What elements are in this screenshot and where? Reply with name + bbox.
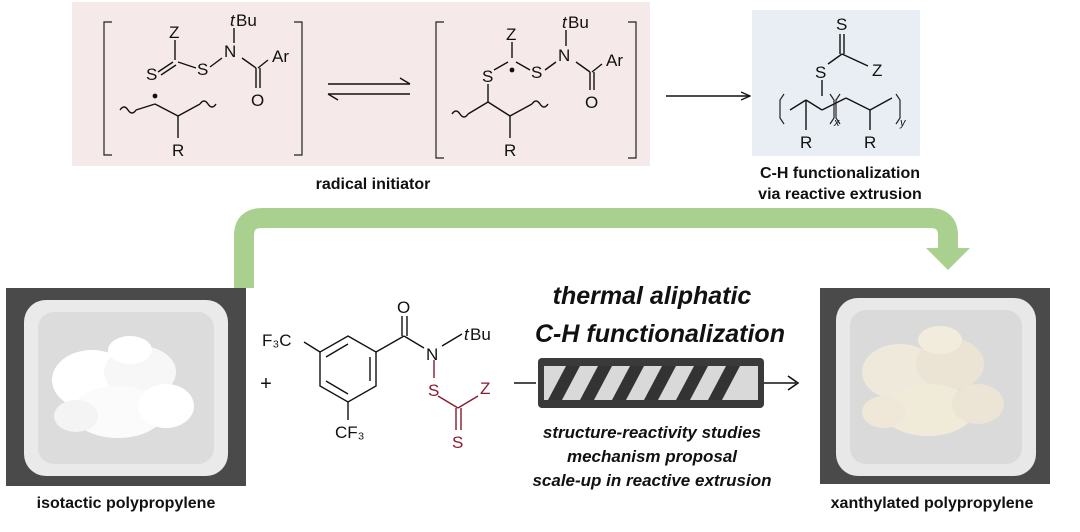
radical-dot bbox=[152, 93, 158, 99]
photo-isotactic-polypropylene bbox=[6, 288, 246, 486]
atom-ar: Ar bbox=[606, 51, 623, 70]
green-arrowhead bbox=[926, 248, 970, 270]
atom-tbu-t: t bbox=[464, 325, 470, 344]
study-scale-up: scale-up in reactive extrusion bbox=[532, 471, 771, 490]
xanthylated-polymer-structure bbox=[779, 34, 901, 130]
plus-sign: + bbox=[260, 373, 272, 395]
study-mechanism: mechanism proposal bbox=[567, 447, 738, 466]
atom-labels-reagent: F₃C CF₃ O N t Bu S Z S bbox=[262, 298, 491, 452]
atom-r: R bbox=[864, 133, 876, 152]
atom-f3c: F₃C bbox=[262, 331, 292, 350]
caption-reactive-extrusion: via reactive extrusion bbox=[758, 186, 922, 203]
subscript-x: x bbox=[833, 117, 840, 129]
atom-tbu-t: t bbox=[562, 13, 568, 32]
atom-o: O bbox=[251, 91, 264, 110]
atom-o: O bbox=[397, 298, 410, 317]
label-isotactic-polypropylene: isotactic polypropylene bbox=[37, 495, 216, 512]
subscript-y: y bbox=[899, 117, 907, 129]
atom-z-red: Z bbox=[480, 379, 490, 398]
atom-o: O bbox=[585, 93, 598, 112]
headline-line2: C-H functionalization bbox=[535, 320, 785, 348]
study-structure-reactivity: structure-reactivity studies bbox=[543, 423, 761, 442]
radical-dot bbox=[509, 67, 515, 73]
atom-s-red: S bbox=[428, 381, 439, 400]
atom-s: S bbox=[146, 65, 157, 84]
green-process-arrow bbox=[234, 208, 958, 288]
atom-r: R bbox=[172, 141, 184, 160]
radical-intermediate-right bbox=[435, 21, 637, 159]
extruder-icon bbox=[514, 358, 800, 408]
atom-z: Z bbox=[506, 25, 516, 44]
atom-cf3: CF₃ bbox=[335, 423, 365, 442]
atom-r: R bbox=[504, 141, 516, 160]
label-xanthylated-polypropylene: xanthylated polypropylene bbox=[831, 495, 1034, 512]
atom-s: S bbox=[815, 63, 826, 82]
atom-s: S bbox=[836, 15, 847, 34]
blue-panel bbox=[752, 10, 920, 156]
caption-ch-functionalization: C-H functionalization bbox=[760, 165, 920, 182]
atom-z: Z bbox=[169, 23, 179, 42]
atom-n: N bbox=[558, 46, 570, 65]
atom-n: N bbox=[426, 345, 438, 364]
atom-z: Z bbox=[872, 61, 882, 80]
atom-tbu-bu: Bu bbox=[568, 13, 589, 32]
atom-labels-top: Z S S N t Bu Ar O R Z S S N t Bu Ar O R … bbox=[146, 11, 907, 160]
atom-tbu-bu: Bu bbox=[470, 325, 491, 344]
radical-intermediate-left bbox=[103, 21, 303, 156]
reagent-structure bbox=[303, 316, 479, 430]
atom-s: S bbox=[482, 67, 493, 86]
atom-tbu-t: t bbox=[230, 11, 236, 30]
atom-tbu-bu: Bu bbox=[236, 11, 257, 30]
atom-s: S bbox=[531, 63, 542, 82]
photo-xanthylated-polypropylene bbox=[820, 288, 1050, 484]
atom-n: N bbox=[224, 42, 236, 61]
equilibrium-arrows bbox=[327, 77, 411, 101]
atom-r: R bbox=[800, 133, 812, 152]
atom-s-red: S bbox=[452, 433, 463, 452]
caption-radical-initiator: radical initiator bbox=[316, 176, 431, 193]
atom-ar: Ar bbox=[272, 47, 289, 66]
headline-line1: thermal aliphatic bbox=[553, 282, 752, 310]
atom-s: S bbox=[197, 60, 208, 79]
